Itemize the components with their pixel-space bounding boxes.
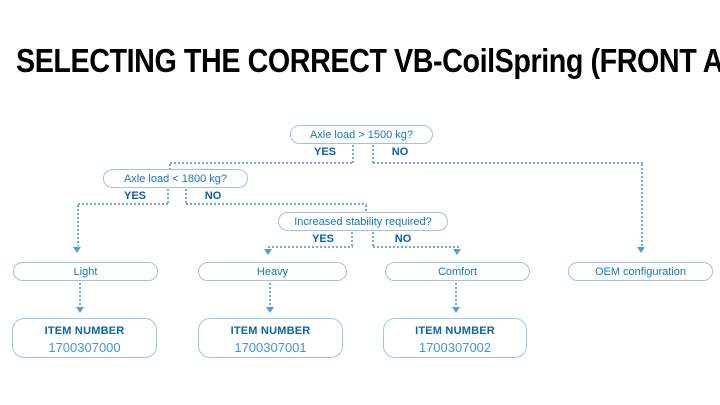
decision-node-axle-load-1800: Axle load < 1800 kg?	[103, 169, 248, 188]
connector-d3-yes-horizontal	[268, 246, 353, 248]
branch-label-no-3: NO	[394, 233, 412, 245]
connector-d2-no-drop	[365, 205, 367, 212]
decision-node-axle-load-1500: Axle load > 1500 kg?	[290, 125, 433, 144]
arrow-down-icon	[452, 307, 460, 313]
arrow-down-icon	[453, 249, 461, 255]
connector-d2-yes-drop	[77, 205, 79, 246]
outcome-node-light: Light	[13, 262, 158, 281]
arrow-down-icon	[266, 307, 274, 313]
connector-d3-yes-stub	[351, 232, 353, 247]
connector-d1-no-stub	[372, 145, 374, 163]
connector-d1-yes-drop	[169, 164, 171, 170]
connector-heavy-drop	[269, 283, 271, 306]
branch-label-yes-2: YES	[123, 190, 146, 202]
connector-d2-no-horizontal	[186, 203, 367, 205]
page-title: SELECTING THE CORRECT VB-CoilSpring (FRO…	[16, 42, 720, 79]
arrow-down-icon	[264, 249, 272, 255]
item-number-box-light: ITEM NUMBER 1700307000	[12, 318, 157, 358]
branch-label-no-1: NO	[391, 146, 409, 158]
decision-node-increased-stability: Increased stability required?	[278, 212, 448, 231]
connector-d3-no-horizontal	[373, 246, 459, 248]
item-number-value: 1700307002	[418, 340, 492, 355]
connector-d1-no-drop	[641, 164, 643, 246]
connector-d2-yes-stub	[167, 189, 169, 205]
item-number-label: ITEM NUMBER	[230, 325, 311, 337]
item-number-label: ITEM NUMBER	[415, 325, 495, 337]
item-number-box-comfort: ITEM NUMBER 1700307002	[383, 318, 527, 358]
branch-label-yes-3: YES	[311, 233, 334, 245]
connector-d2-yes-horizontal	[78, 203, 169, 205]
connector-d2-no-stub	[185, 189, 187, 205]
outcome-node-heavy: Heavy	[198, 262, 347, 281]
arrow-down-icon	[76, 307, 84, 313]
item-number-box-heavy: ITEM NUMBER 1700307001	[198, 318, 343, 358]
item-number-value: 1700307001	[234, 340, 307, 355]
arrow-down-icon	[637, 247, 645, 253]
connector-d1-yes-stub	[352, 145, 354, 163]
item-number-label: ITEM NUMBER	[44, 325, 125, 337]
arrow-down-icon	[73, 247, 81, 253]
connector-d1-no-horizontal	[373, 162, 643, 164]
connector-light-drop	[79, 283, 81, 306]
item-number-value: 1700307000	[48, 340, 121, 355]
outcome-node-comfort: Comfort	[385, 262, 530, 281]
branch-label-yes-1: YES	[313, 146, 336, 158]
branch-label-no-2: NO	[204, 190, 222, 202]
connector-d3-no-stub	[372, 232, 374, 247]
outcome-node-oem-configuration: OEM configuration	[568, 262, 713, 281]
connector-d1-yes-horizontal	[170, 162, 354, 164]
connector-comfort-drop	[455, 283, 457, 306]
